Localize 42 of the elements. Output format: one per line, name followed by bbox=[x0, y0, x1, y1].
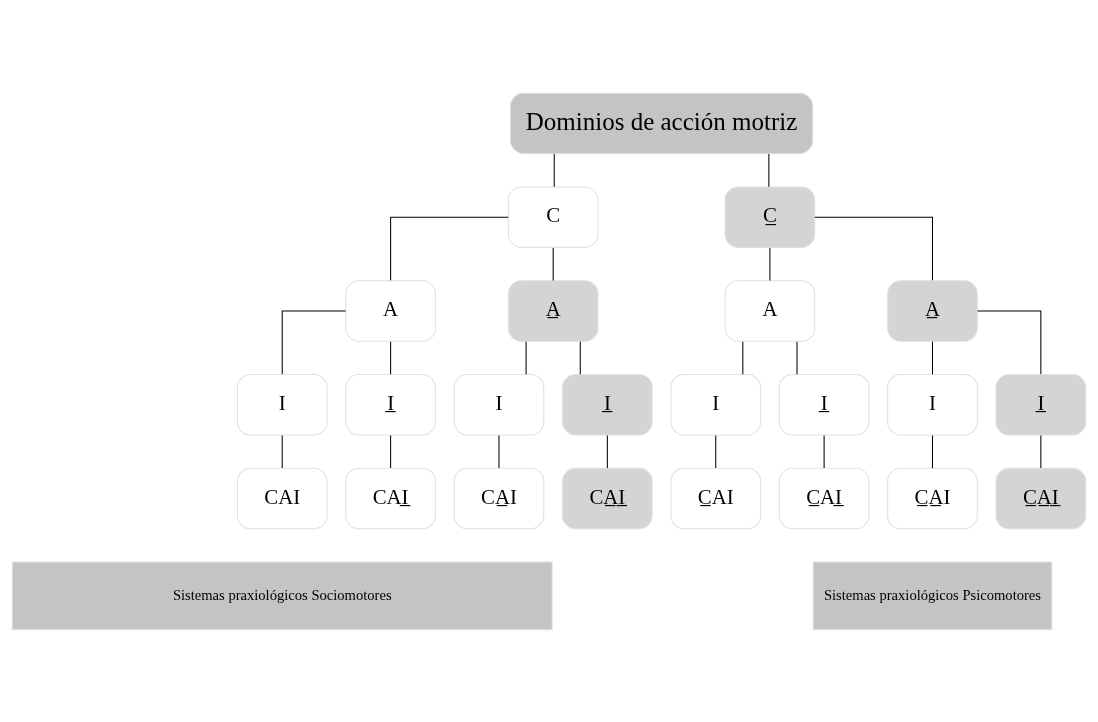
connector bbox=[931, 434, 933, 469]
connector bbox=[977, 309, 1042, 375]
node-box: C̲AI̲ bbox=[778, 467, 870, 529]
node-box: C̲A̲I bbox=[887, 467, 978, 529]
connector bbox=[553, 153, 555, 187]
connector bbox=[1040, 434, 1042, 469]
node-box: C̲A̲I̲ bbox=[995, 467, 1087, 529]
node-box: I̲ bbox=[778, 373, 870, 435]
connector bbox=[931, 340, 933, 375]
node-box: I bbox=[236, 373, 328, 435]
node-box: A̲ bbox=[507, 279, 599, 342]
connector bbox=[390, 340, 392, 375]
connector bbox=[281, 309, 347, 375]
node-box: A̲ bbox=[887, 279, 978, 342]
node-box: I bbox=[887, 373, 978, 435]
node-box: Dominios de acción motriz bbox=[509, 92, 814, 154]
connector bbox=[768, 153, 770, 187]
connector bbox=[606, 434, 608, 469]
node-box: I bbox=[453, 373, 545, 435]
connector bbox=[390, 434, 392, 469]
node-box: Sistemas praxiológicos Sociomotores bbox=[11, 561, 553, 630]
connector bbox=[814, 216, 933, 281]
connector bbox=[579, 340, 581, 375]
node-box: C bbox=[507, 185, 599, 248]
node-box: I bbox=[670, 373, 762, 435]
node-box: CA̲I̲ bbox=[562, 467, 653, 529]
node-box: CAI̲ bbox=[345, 467, 436, 529]
node-box: I̲ bbox=[995, 373, 1087, 435]
connector bbox=[390, 216, 509, 281]
node-box: I̲ bbox=[345, 373, 436, 435]
node-box: C̲AI bbox=[670, 467, 762, 529]
connector bbox=[281, 434, 283, 469]
node-box: CAI bbox=[236, 467, 328, 529]
connector bbox=[742, 340, 744, 375]
node-box: A bbox=[724, 279, 816, 342]
node-box: I̲ bbox=[562, 373, 653, 435]
node-box: C̲ bbox=[724, 185, 816, 248]
node-box: CA̲I bbox=[453, 467, 545, 529]
node-box: Sistemas praxiológicos Psicomotores bbox=[812, 561, 1053, 630]
node-box: A bbox=[345, 279, 436, 342]
connector bbox=[715, 434, 717, 469]
connector bbox=[552, 246, 554, 281]
